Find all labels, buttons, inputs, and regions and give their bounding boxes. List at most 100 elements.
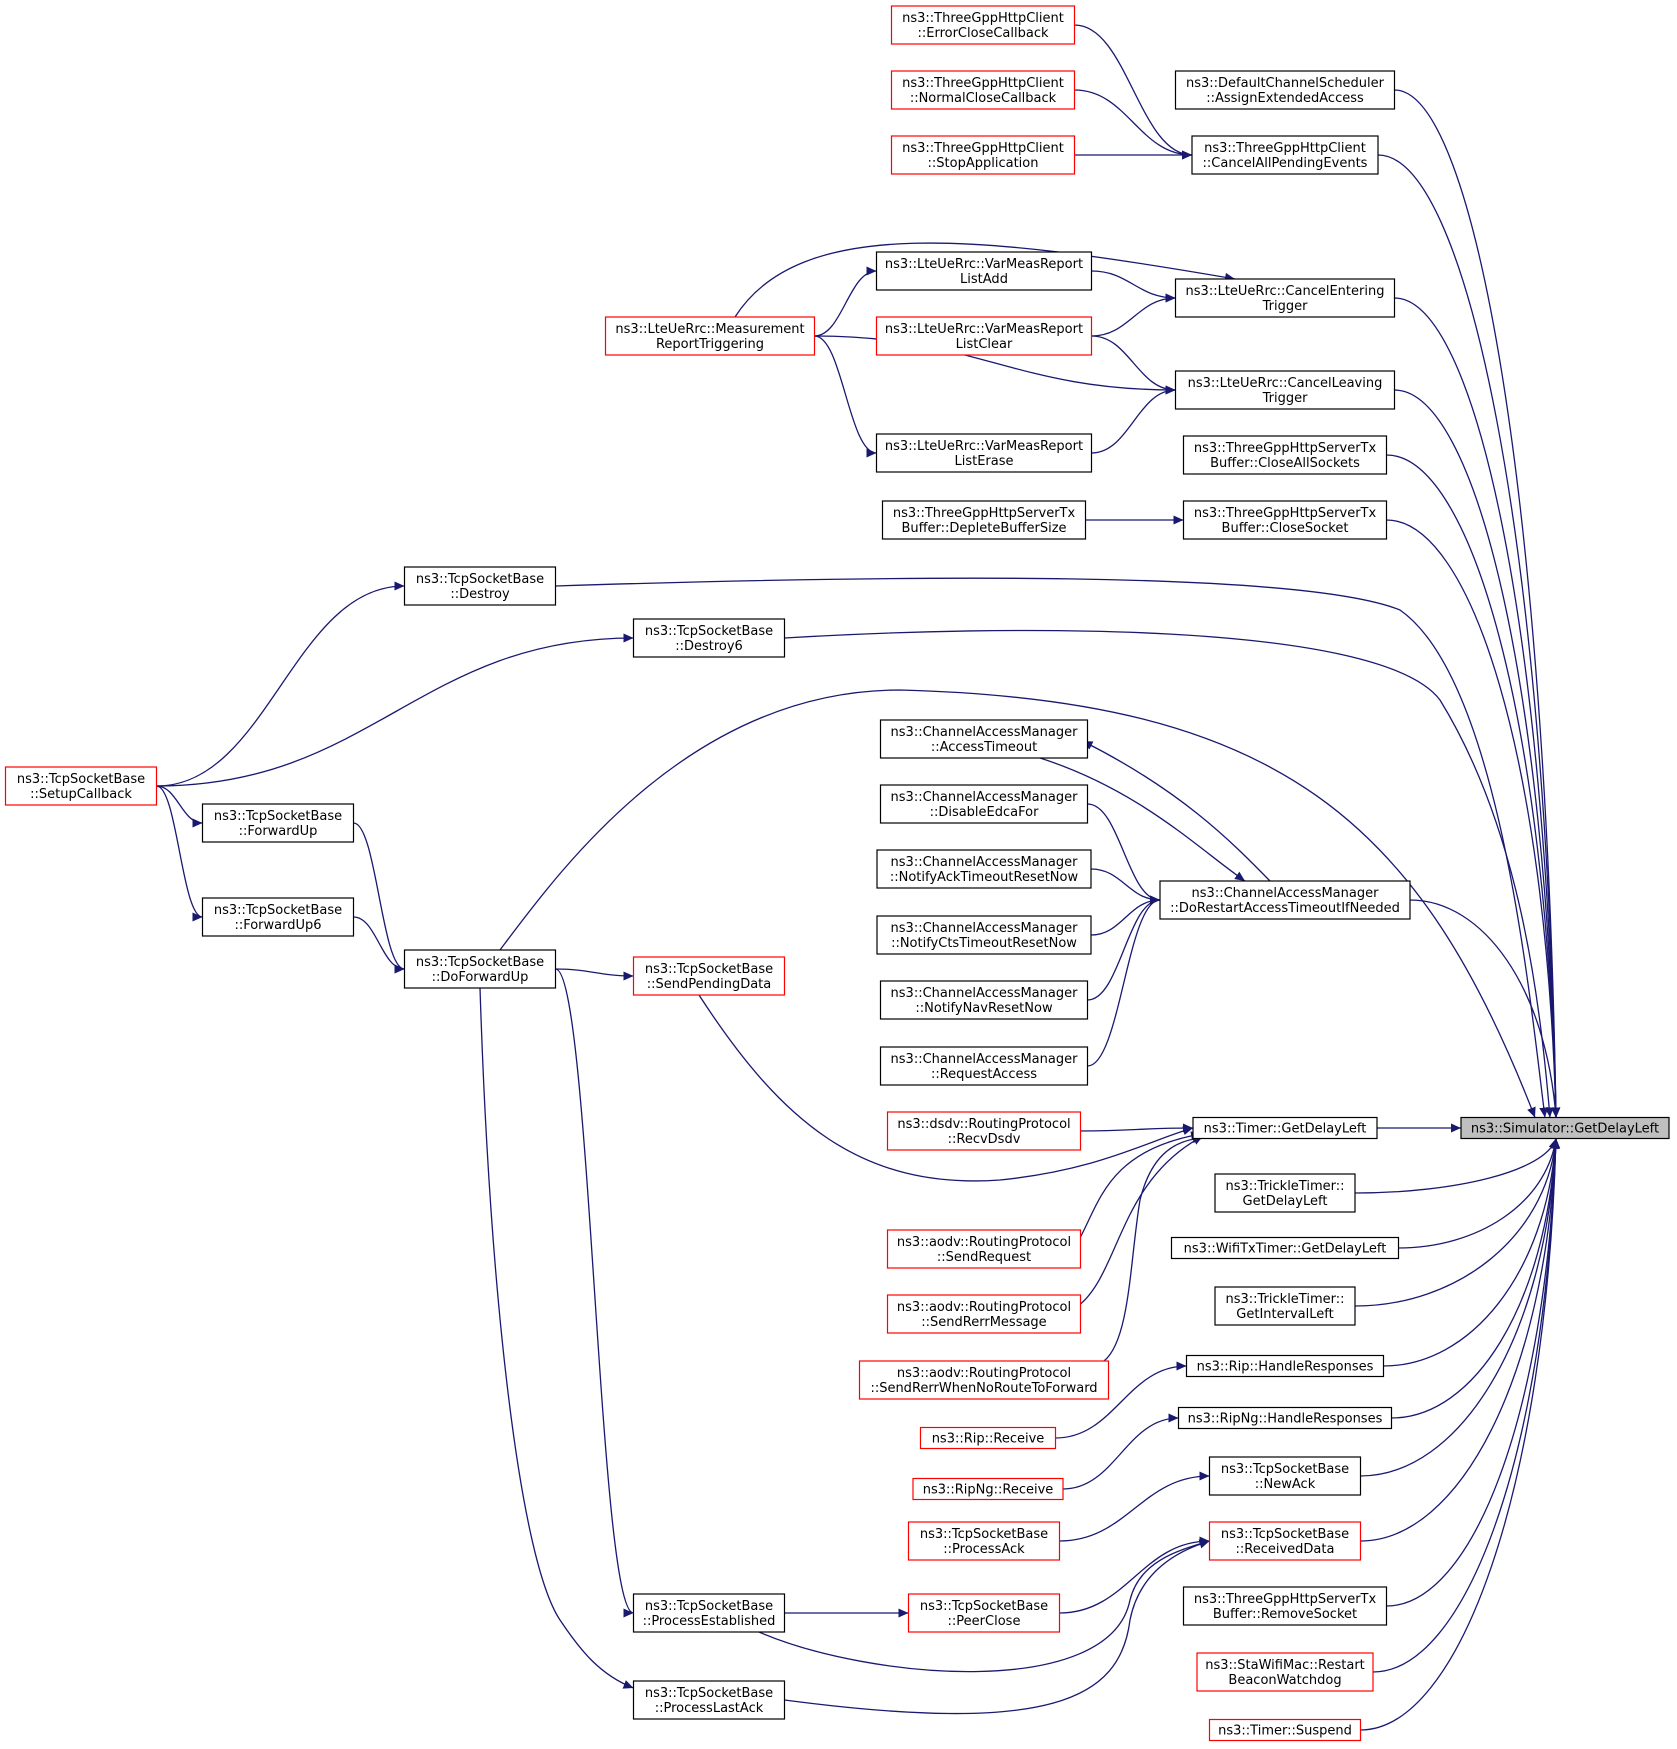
node-box[interactable]	[1182, 500, 1388, 540]
node-box[interactable]	[881, 500, 1087, 540]
node-notifyack[interactable]: ns3::ChannelAccessManager::NotifyAckTime…	[876, 849, 1092, 889]
node-removesocket[interactable]: ns3::ThreeGppHttpServerTxBuffer::RemoveS…	[1182, 1586, 1388, 1626]
node-requestaccess[interactable]: ns3::ChannelAccessManager::RequestAccess	[879, 1046, 1089, 1086]
node-box[interactable]	[876, 849, 1092, 889]
node-accesstimeout[interactable]: ns3::ChannelAccessManager::AccessTimeout	[879, 719, 1089, 759]
node-box[interactable]	[886, 1229, 1082, 1269]
node-box[interactable]	[1208, 1521, 1362, 1561]
node-box[interactable]	[912, 1477, 1064, 1501]
node-box[interactable]	[1214, 1286, 1356, 1326]
node-box[interactable]	[879, 719, 1089, 759]
node-receiveddata[interactable]: ns3::TcpSocketBase::ReceivedData	[1208, 1521, 1362, 1561]
node-box[interactable]	[886, 1111, 1082, 1151]
node-box[interactable]	[1170, 1236, 1400, 1260]
node-processest[interactable]: ns3::TcpSocketBase::ProcessEstablished	[632, 1593, 786, 1633]
node-box[interactable]	[907, 1593, 1061, 1633]
node-box[interactable]	[919, 1426, 1057, 1450]
node-destroy6[interactable]: ns3::TcpSocketBase::Destroy6	[632, 618, 786, 658]
node-peerclose[interactable]: ns3::TcpSocketBase::PeerClose	[907, 1593, 1061, 1633]
node-ripreceive[interactable]: ns3::Rip::Receive	[919, 1426, 1057, 1450]
node-box[interactable]	[1182, 1586, 1388, 1626]
node-recvdsdv[interactable]: ns3::dsdv::RoutingProtocol::RecvDsdv	[886, 1111, 1082, 1151]
node-box[interactable]	[1174, 70, 1396, 110]
node-box[interactable]	[1159, 880, 1411, 920]
node-wifitx[interactable]: ns3::WifiTxTimer::GetDelayLeft	[1170, 1236, 1400, 1260]
node-getdelayleft_root[interactable]: ns3::Simulator::GetDelayLeft	[1460, 1116, 1670, 1140]
node-box[interactable]	[907, 1521, 1061, 1561]
node-box[interactable]	[875, 251, 1093, 291]
node-dorestart[interactable]: ns3::ChannelAccessManager::DoRestartAcce…	[1159, 880, 1411, 920]
node-box[interactable]	[886, 1294, 1082, 1334]
node-box[interactable]	[632, 956, 786, 996]
node-box[interactable]	[875, 316, 1093, 356]
node-box[interactable]	[1460, 1116, 1670, 1140]
node-assignext[interactable]: ns3::DefaultChannelScheduler::AssignExte…	[1174, 70, 1396, 110]
node-box[interactable]	[632, 618, 786, 658]
node-newack[interactable]: ns3::TcpSocketBase::NewAck	[1208, 1456, 1362, 1496]
node-box[interactable]	[1174, 370, 1396, 410]
node-box[interactable]	[1182, 435, 1388, 475]
node-setupcb[interactable]: ns3::TcpSocketBase::SetupCallback	[4, 766, 158, 806]
node-ripnghandle[interactable]: ns3::RipNg::HandleResponses	[1177, 1406, 1393, 1430]
node-riphandle[interactable]: ns3::Rip::HandleResponses	[1185, 1354, 1385, 1378]
node-sendpending[interactable]: ns3::TcpSocketBase::SendPendingData	[632, 956, 786, 996]
node-box[interactable]	[879, 980, 1089, 1020]
node-processlastack[interactable]: ns3::TcpSocketBase::ProcessLastAck	[632, 1680, 786, 1720]
node-box[interactable]	[632, 1680, 786, 1720]
node-box[interactable]	[201, 803, 355, 843]
node-box[interactable]	[890, 70, 1076, 110]
node-cancelall[interactable]: ns3::ThreeGppHttpClient::CancelAllPendin…	[1191, 135, 1379, 175]
node-box[interactable]	[1196, 1652, 1374, 1692]
node-timersuspend[interactable]: ns3::Timer::Suspend	[1208, 1718, 1362, 1742]
node-box[interactable]	[890, 135, 1076, 175]
node-box[interactable]	[1214, 1173, 1356, 1213]
node-trickledelay[interactable]: ns3::TrickleTimer::GetDelayLeft	[1214, 1173, 1356, 1213]
node-box[interactable]	[1174, 278, 1396, 318]
node-notifycts[interactable]: ns3::ChannelAccessManager::NotifyCtsTime…	[876, 915, 1092, 955]
node-box[interactable]	[1185, 1354, 1385, 1378]
node-box[interactable]	[1192, 1116, 1378, 1140]
node-box[interactable]	[4, 766, 158, 806]
node-box[interactable]	[632, 1593, 786, 1633]
node-box[interactable]	[890, 5, 1076, 45]
node-box[interactable]	[1191, 135, 1379, 175]
node-trickleinterval[interactable]: ns3::TrickleTimer::GetIntervalLeft	[1214, 1286, 1356, 1326]
node-box[interactable]	[1177, 1406, 1393, 1430]
node-normalclose[interactable]: ns3::ThreeGppHttpClient::NormalCloseCall…	[890, 70, 1076, 110]
node-disableedca[interactable]: ns3::ChannelAccessManager::DisableEdcaFo…	[879, 784, 1089, 824]
node-sendrerr[interactable]: ns3::aodv::RoutingProtocol::SendRerrMess…	[886, 1294, 1082, 1334]
node-deplete[interactable]: ns3::ThreeGppHttpServerTxBuffer::Deplete…	[881, 500, 1087, 540]
node-doforwardup[interactable]: ns3::TcpSocketBase::DoForwardUp	[403, 949, 557, 989]
node-box[interactable]	[879, 784, 1089, 824]
node-box[interactable]	[1208, 1456, 1362, 1496]
node-processack[interactable]: ns3::TcpSocketBase::ProcessAck	[907, 1521, 1061, 1561]
node-measrep[interactable]: ns3::LteUeRrc::MeasurementReportTriggeri…	[604, 316, 816, 356]
node-timergdl[interactable]: ns3::Timer::GetDelayLeft	[1192, 1116, 1378, 1140]
node-sendrequest[interactable]: ns3::aodv::RoutingProtocol::SendRequest	[886, 1229, 1082, 1269]
node-forwardup[interactable]: ns3::TcpSocketBase::ForwardUp	[201, 803, 355, 843]
node-closesocket[interactable]: ns3::ThreeGppHttpServerTxBuffer::CloseSo…	[1182, 500, 1388, 540]
node-box[interactable]	[604, 316, 816, 356]
node-forwardup6[interactable]: ns3::TcpSocketBase::ForwardUp6	[201, 897, 355, 937]
node-box[interactable]	[875, 433, 1093, 473]
node-box[interactable]	[201, 897, 355, 937]
node-errorclose[interactable]: ns3::ThreeGppHttpClient::ErrorCloseCallb…	[890, 5, 1076, 45]
node-closeall[interactable]: ns3::ThreeGppHttpServerTxBuffer::CloseAl…	[1182, 435, 1388, 475]
node-notifynav[interactable]: ns3::ChannelAccessManager::NotifyNavRese…	[879, 980, 1089, 1020]
node-stopapp[interactable]: ns3::ThreeGppHttpClient::StopApplication	[890, 135, 1076, 175]
node-sendrerrnoroute[interactable]: ns3::aodv::RoutingProtocol::SendRerrWhen…	[858, 1360, 1110, 1400]
node-ripngreceive[interactable]: ns3::RipNg::Receive	[912, 1477, 1064, 1501]
node-box[interactable]	[858, 1360, 1110, 1400]
node-box[interactable]	[403, 566, 557, 606]
node-box[interactable]	[403, 949, 557, 989]
node-box[interactable]	[1208, 1718, 1362, 1742]
node-box[interactable]	[879, 1046, 1089, 1086]
node-box[interactable]	[876, 915, 1092, 955]
node-destroy[interactable]: ns3::TcpSocketBase::Destroy	[403, 566, 557, 606]
